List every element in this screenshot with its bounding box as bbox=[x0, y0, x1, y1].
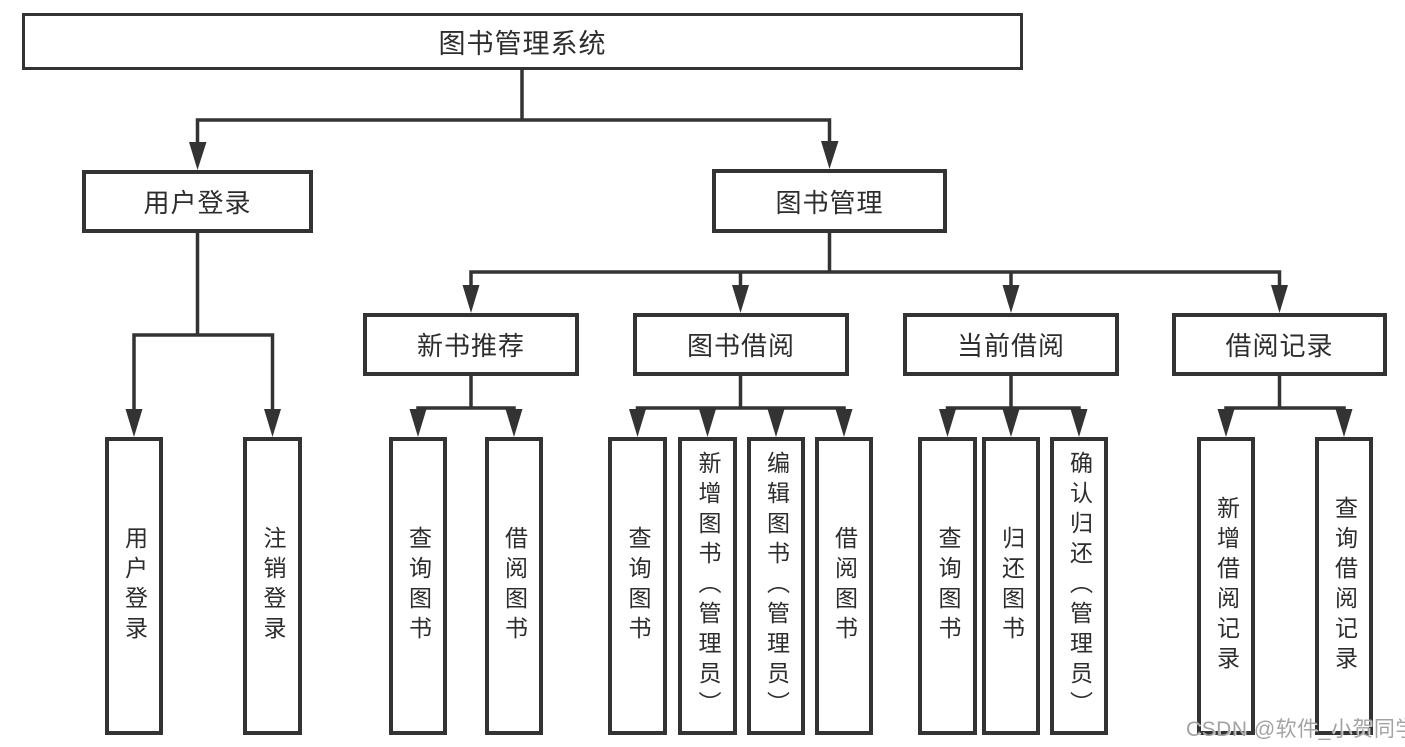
node-label: 借阅图书 bbox=[501, 526, 528, 646]
node-label: 新增借阅记录 bbox=[1213, 496, 1240, 676]
leaf-borrow-books: 借阅图书 bbox=[815, 437, 873, 735]
csdn-watermark: CSDN @软件_小贺同学 bbox=[1186, 718, 1405, 741]
node-label: 确认归还（管理员） bbox=[1066, 451, 1093, 721]
leaf-add-book-admin: 新增图书（管理员） bbox=[678, 437, 737, 735]
node-book-management: 图书管理 bbox=[712, 169, 947, 233]
node-label: 图书管理 bbox=[775, 187, 884, 218]
leaf-confirm-return-admin: 确认归还（管理员） bbox=[1050, 437, 1108, 735]
node-borrowing-records: 借阅记录 bbox=[1172, 313, 1387, 376]
node-book-borrowing: 图书借阅 bbox=[633, 313, 849, 376]
node-user-login: 用户登录 bbox=[82, 170, 313, 233]
node-label: 借阅记录 bbox=[1225, 331, 1334, 361]
leaf-query-books-recommend: 查询图书 bbox=[389, 437, 447, 735]
node-label: 编辑图书（管理员） bbox=[763, 451, 790, 721]
node-label: 借阅图书 bbox=[831, 526, 858, 646]
node-library-management-system: 图书管理系统 bbox=[22, 13, 1023, 70]
node-new-book-recommendation: 新书推荐 bbox=[363, 313, 579, 376]
leaf-borrow-books-recommend: 借阅图书 bbox=[485, 437, 543, 735]
node-label: 新增图书（管理员） bbox=[695, 451, 721, 721]
arrowheads bbox=[125, 141, 1353, 437]
node-label: 查询借阅记录 bbox=[1331, 496, 1358, 676]
leaf-query-books-borrowing: 查询图书 bbox=[608, 437, 667, 735]
leaf-edit-book-admin: 编辑图书（管理员） bbox=[747, 437, 805, 735]
node-current-borrowing: 当前借阅 bbox=[903, 313, 1119, 376]
leaf-user-login: 用户登录 bbox=[105, 437, 163, 735]
node-label: 用户登录 bbox=[121, 526, 148, 646]
node-label: 当前借阅 bbox=[956, 331, 1065, 361]
node-label: 查询图书 bbox=[625, 526, 651, 646]
leaf-query-borrow-record: 查询借阅记录 bbox=[1315, 437, 1373, 735]
leaf-query-books-current: 查询图书 bbox=[918, 437, 977, 735]
node-label: 图书管理系统 bbox=[438, 29, 607, 59]
node-label: 查询图书 bbox=[405, 526, 432, 646]
leaf-return-books: 归还图书 bbox=[982, 437, 1040, 735]
node-label: 归还图书 bbox=[998, 526, 1025, 646]
node-label: 新书推荐 bbox=[416, 331, 525, 361]
node-label: 用户登录 bbox=[143, 188, 252, 218]
node-label: 注销登录 bbox=[260, 526, 286, 646]
leaf-add-borrow-record: 新增借阅记录 bbox=[1197, 437, 1255, 735]
leaf-logout: 注销登录 bbox=[243, 437, 302, 735]
node-label: 查询图书 bbox=[935, 526, 961, 646]
node-label: 图书借阅 bbox=[686, 331, 795, 361]
